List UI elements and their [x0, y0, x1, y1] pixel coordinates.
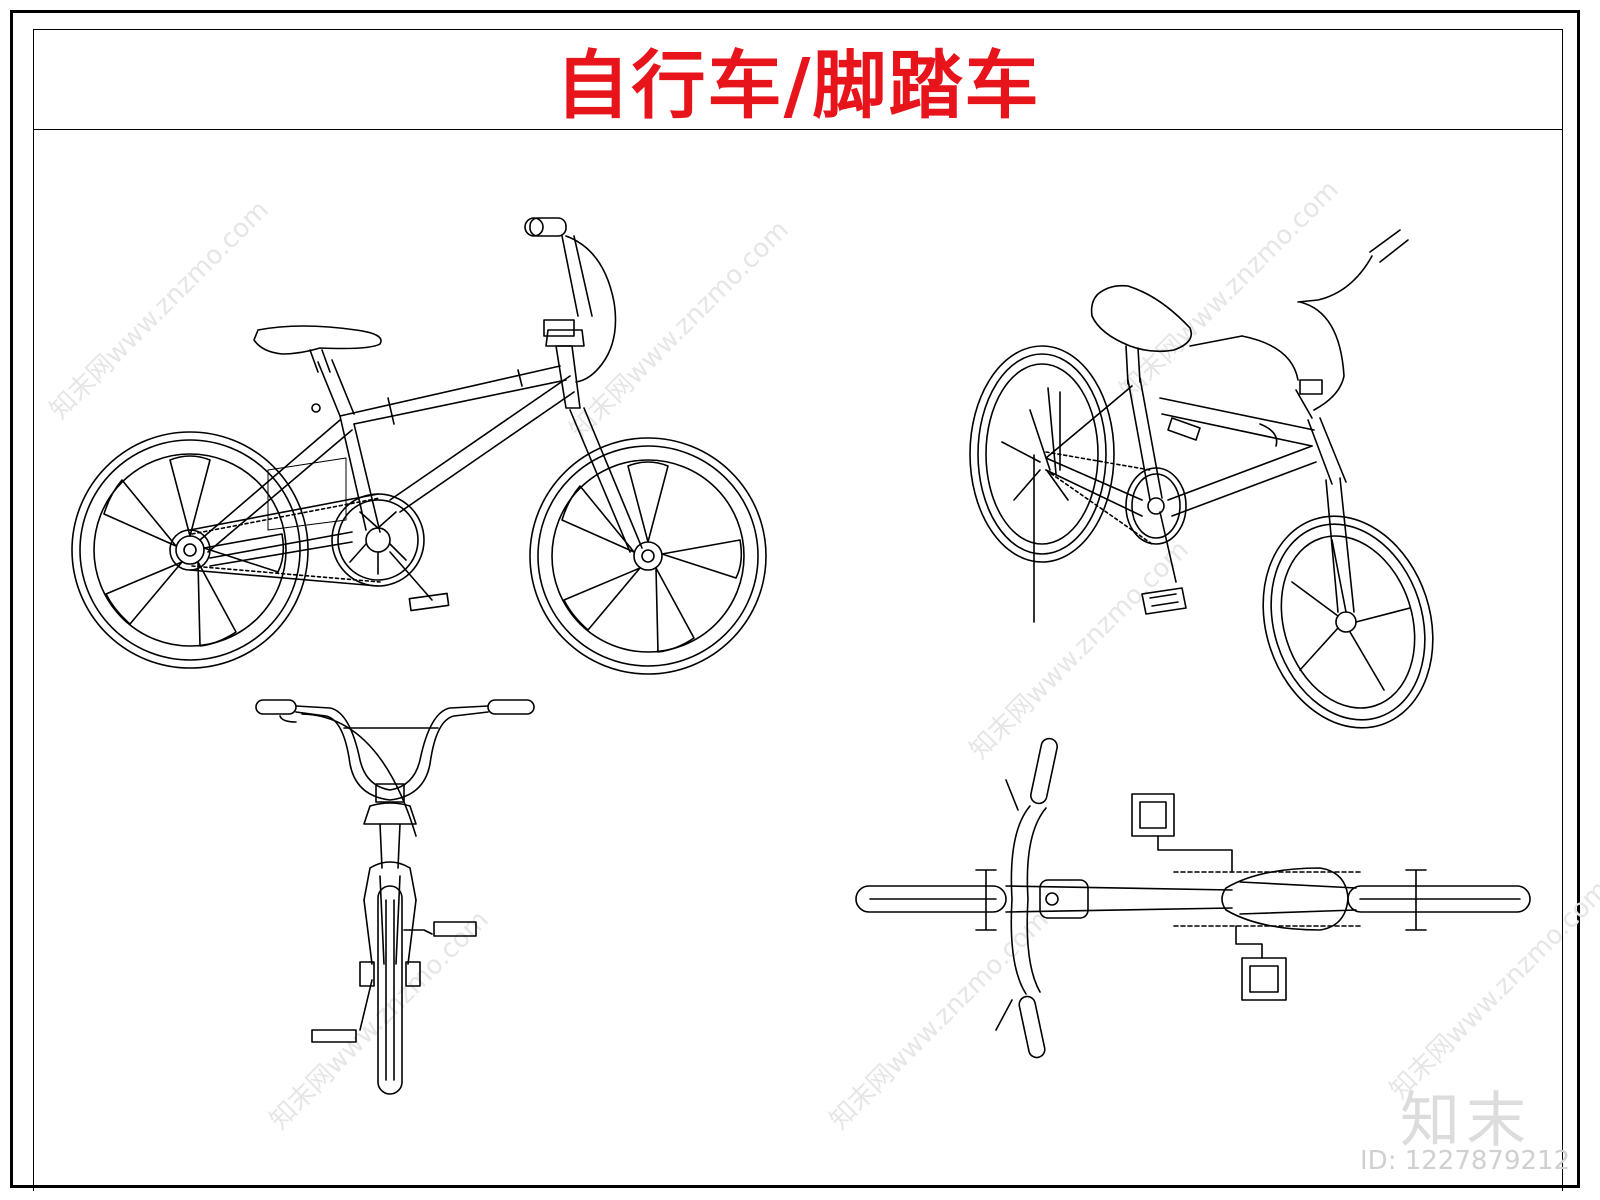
handlebar — [524, 217, 617, 383]
handlebar-top — [995, 737, 1058, 1059]
rear-wheel — [71, 431, 309, 669]
seat-top — [1221, 867, 1349, 931]
seat — [253, 325, 382, 413]
watermark-id: ID: 1227879212 — [1360, 1146, 1571, 1176]
rear-wheel-3q — [969, 345, 1115, 623]
wheel-front — [377, 885, 403, 1095]
handlebar-3q — [1189, 229, 1409, 419]
frame-3q — [1045, 377, 1355, 613]
page-title: 自行车/脚踏车 — [555, 43, 1041, 129]
frame-top — [1005, 871, 1361, 927]
front-wheel — [529, 437, 767, 675]
drawing-sheet: 自行车/脚踏车 — [10, 10, 1580, 1191]
three-quarter-view — [969, 229, 1434, 729]
drivetrain-3q — [1045, 417, 1201, 615]
front-wheel-3q — [1262, 515, 1434, 729]
front-wheel-top — [855, 885, 1007, 913]
front-view — [255, 699, 535, 1095]
pedals-top — [975, 793, 1427, 1001]
top-view — [855, 737, 1531, 1059]
side-view — [71, 217, 767, 675]
watermark-logo: 知末 — [1400, 1086, 1532, 1156]
handlebar-front — [255, 699, 535, 837]
fork — [545, 329, 643, 553]
seat-3q — [1090, 284, 1193, 385]
inner-frame: 自行车/脚踏车 — [33, 29, 1563, 1191]
rear-wheel-top — [1347, 885, 1531, 913]
fork-front — [363, 861, 417, 965]
title-bar: 自行车/脚踏车 — [34, 30, 1562, 130]
pedals-front — [311, 921, 477, 1043]
stem-front — [363, 783, 417, 869]
drivetrain — [169, 457, 450, 612]
frame — [199, 359, 575, 567]
